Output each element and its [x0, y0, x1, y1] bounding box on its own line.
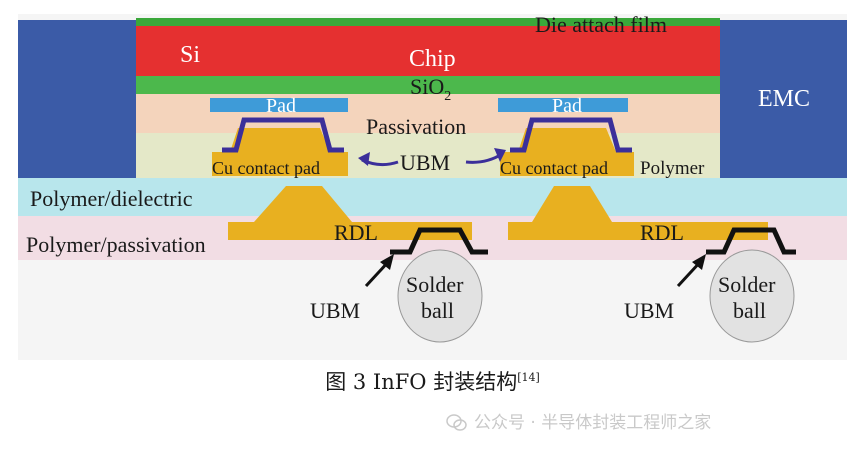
info-package-diagram: Die attach film Si Chip SiO2 EMC Pad Pad…	[18, 12, 847, 343]
cu-contact-pad-right	[500, 128, 634, 176]
polymer-dielectric-layer	[18, 178, 847, 216]
label-polymer-dielectric: Polymer/dielectric	[30, 186, 193, 211]
die-attach-film	[136, 18, 720, 26]
label-polymer-passivation: Polymer/passivation	[26, 232, 206, 257]
rdl-right	[508, 186, 768, 240]
label-polymer: Polymer	[640, 158, 705, 179]
caption-text: 图 3 InFO 封装结构	[325, 370, 518, 394]
label-cu-contact-left: Cu contact pad	[212, 158, 320, 178]
emc-right	[720, 20, 847, 178]
rdl-left	[228, 186, 472, 240]
label-si: Si	[180, 42, 200, 68]
label-solder-right-1: Solder	[718, 272, 776, 297]
wechat-icon	[446, 414, 467, 431]
chip-layer	[136, 26, 720, 76]
label-sio2: SiO2	[410, 74, 451, 104]
label-passivation: Passivation	[366, 114, 466, 139]
caption-ref: [14]	[517, 371, 540, 384]
label-emc: EMC	[758, 86, 810, 112]
label-die-attach: Die attach film	[535, 12, 667, 37]
arrow-ubm-left-head	[380, 254, 394, 270]
label-cu-contact-right: Cu contact pad	[500, 158, 608, 178]
pad-right	[498, 98, 628, 112]
arrow-ubm-center-left-head	[358, 152, 370, 166]
ubm-bottom-left	[390, 227, 488, 255]
arrow-ubm-right-head	[692, 254, 706, 270]
solder-ball-left	[397, 249, 483, 343]
label-solder-left-1: Solder	[406, 272, 464, 297]
cu-contact-pad-left	[212, 128, 348, 176]
ubm-top-left	[222, 117, 344, 153]
pad-left	[210, 98, 348, 112]
ubm-bottom-right	[706, 227, 796, 255]
figure-caption: 图 3 InFO 封装结构[14]	[0, 366, 865, 396]
label-pad-left: Pad	[266, 95, 296, 117]
ubm-top-right	[510, 117, 632, 153]
watermark-text: 公众号 · 半导体封装工程师之家	[474, 413, 712, 433]
label-ubm-center: UBM	[400, 150, 450, 175]
label-rdl-right: RDL	[640, 220, 684, 245]
arrow-ubm-center-right-head	[494, 148, 506, 162]
label-solder-right-2: ball	[733, 298, 766, 323]
label-solder-left-2: ball	[421, 298, 454, 323]
label-ubm-left: UBM	[310, 298, 360, 323]
label-chip: Chip	[409, 46, 456, 72]
watermark: 公众号 · 半导体封装工程师之家	[446, 408, 711, 433]
label-rdl-left: RDL	[334, 220, 378, 245]
solder-ball-right	[709, 249, 795, 343]
label-ubm-right: UBM	[624, 298, 674, 323]
sio2-layer	[136, 76, 720, 94]
label-pad-right: Pad	[552, 95, 582, 117]
emc-left	[18, 20, 136, 178]
